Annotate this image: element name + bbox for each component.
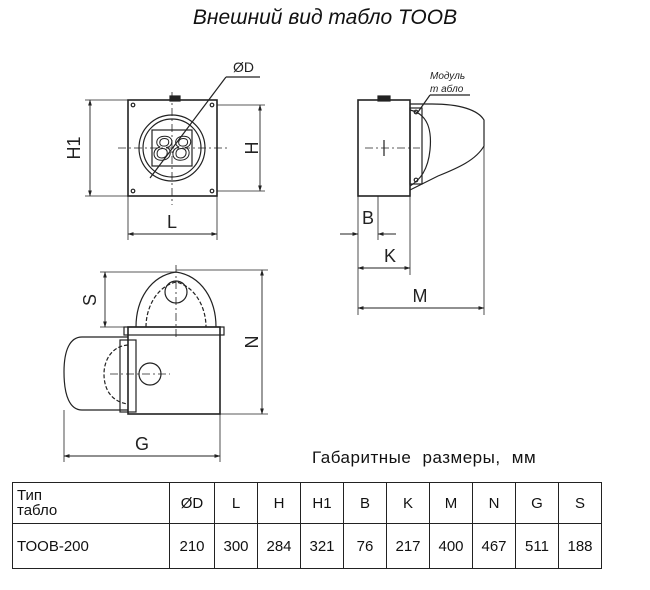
table-cell: 284 <box>257 523 301 569</box>
dim-g-label: G <box>135 434 149 454</box>
dimensions-caption: Габаритные размеры, мм <box>312 448 537 467</box>
table-cell: 511 <box>515 523 559 569</box>
table-cell: 321 <box>300 523 344 569</box>
dim-k-label: K <box>384 246 396 266</box>
dim-s-label: S <box>80 294 100 306</box>
header-cell: B <box>343 482 387 524</box>
header-cell: N <box>472 482 516 524</box>
table-cell: 76 <box>343 523 387 569</box>
top-view <box>63 265 268 462</box>
dim-b-label: B <box>362 208 374 228</box>
table-cell: ТООВ-200 <box>12 523 170 569</box>
header-cell: L <box>214 482 258 524</box>
dim-h-label: H <box>242 142 262 155</box>
header-cell: H <box>257 482 301 524</box>
table-header-row: Тип табло ØD L H H1 B K M N G S <box>12 482 602 524</box>
table-cell: 217 <box>386 523 430 569</box>
header-cell: S <box>558 482 602 524</box>
table-cell: 188 <box>558 523 602 569</box>
front-view <box>85 76 265 240</box>
header-cell: K <box>386 482 430 524</box>
header-cell: ØD <box>169 482 215 524</box>
module-label-line1: Модуль <box>430 71 465 82</box>
side-view <box>340 94 485 315</box>
display-digits: 88 <box>153 130 191 168</box>
header-cell: Тип табло <box>12 482 170 524</box>
dim-h1-label: H1 <box>64 136 84 159</box>
module-label-line2: т абло <box>430 83 464 95</box>
table-cell: 210 <box>169 523 215 569</box>
dim-n-label: N <box>242 336 262 349</box>
table-cell: 300 <box>214 523 258 569</box>
dimensions-table: Тип табло ØD L H H1 B K M N G S ТООВ-200… <box>12 482 602 569</box>
page-title: Внешний вид табло ТООВ <box>192 6 458 29</box>
table-row: ТООВ-200 210 300 284 321 76 217 400 467 … <box>12 523 602 569</box>
dim-m-label: M <box>413 286 428 306</box>
header-cell: H1 <box>300 482 344 524</box>
technical-drawing: 88 ØD H1 H L Модуль т абло B K M <box>63 59 485 462</box>
table-cell: 400 <box>429 523 473 569</box>
header-cell: M <box>429 482 473 524</box>
dim-l-label: L <box>167 212 177 232</box>
diameter-label: ØD <box>233 59 254 75</box>
header-cell: G <box>515 482 559 524</box>
table-cell: 467 <box>472 523 516 569</box>
